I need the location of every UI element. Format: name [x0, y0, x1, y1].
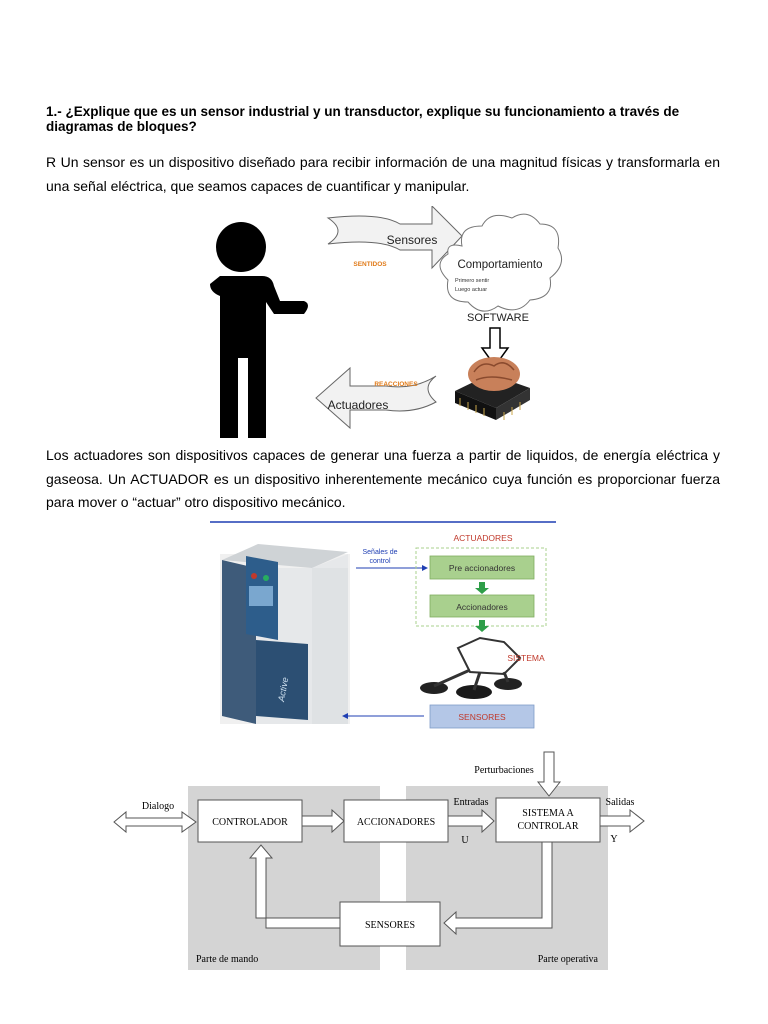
svg-text:ACCIONADORES: ACCIONADORES: [357, 817, 435, 828]
svg-text:Perturbaciones: Perturbaciones: [474, 765, 534, 776]
question-heading: 1.- ¿Explique que es un sensor industria…: [46, 104, 680, 134]
comportamiento-cloud: Comportamiento Primero sentir Luego actu…: [439, 213, 563, 324]
frequency-drive-image: Active: [220, 544, 350, 724]
svg-text:U: U: [461, 835, 469, 846]
svg-text:Sensores: Sensores: [387, 233, 438, 247]
sensores-arrow: Sensores SENTIDOS: [326, 206, 463, 270]
actuators-paragraph: Los actuadores son dispositivos capaces …: [46, 447, 720, 510]
svg-text:SENTIDOS: SENTIDOS: [353, 261, 387, 268]
svg-text:Active: Active: [276, 676, 290, 703]
brain-chip-icon: [455, 357, 530, 420]
svg-text:Dialogo: Dialogo: [142, 801, 174, 812]
svg-text:Comportamiento: Comportamiento: [457, 259, 542, 271]
down-arrow-icon: [480, 327, 510, 368]
figure-control-loop: Dialogo CONTROLADOR ACCIONADORES Entrada…: [110, 748, 650, 974]
svg-text:SISTEMA A: SISTEMA A: [522, 808, 574, 819]
svg-text:Luego actuar: Luego actuar: [455, 287, 487, 293]
svg-text:Pre accionadores: Pre accionadores: [449, 563, 515, 573]
svg-text:SISTEMA: SISTEMA: [507, 653, 545, 663]
robot-system-image: [420, 636, 522, 699]
answer-paragraph: R Un sensor es un dispositivo diseñado p…: [46, 154, 720, 194]
svg-text:Parte de mando: Parte de mando: [196, 954, 258, 965]
svg-text:SENSORES: SENSORES: [365, 920, 415, 931]
svg-text:CONTROLADOR: CONTROLADOR: [212, 817, 288, 828]
svg-text:Salidas: Salidas: [606, 797, 635, 808]
svg-text:Parte operativa: Parte operativa: [538, 954, 599, 965]
svg-text:Y: Y: [610, 834, 617, 845]
figure-actuators: Active Señales de control ACTUADORES Pre…: [208, 520, 558, 736]
svg-text:Actuadores: Actuadores: [328, 398, 389, 412]
svg-text:Entradas: Entradas: [454, 797, 489, 808]
svg-text:Primero sentir: Primero sentir: [455, 278, 489, 284]
svg-text:CONTROLAR: CONTROLAR: [517, 821, 578, 832]
svg-text:control: control: [369, 558, 390, 565]
figure-sensor-behaviour: Sensores SENTIDOS Comportamiento Primero…: [200, 206, 565, 442]
svg-text:ACTUADORES: ACTUADORES: [453, 533, 512, 543]
actuadores-arrow: Actuadores REACCIONES: [315, 366, 437, 430]
person-silhouette: [210, 222, 308, 438]
svg-text:Accionadores: Accionadores: [456, 602, 508, 612]
svg-text:Señales de: Señales de: [362, 549, 397, 556]
svg-text:SENSORES: SENSORES: [458, 712, 506, 722]
svg-text:REACCIONES: REACCIONES: [374, 381, 418, 388]
svg-text:SOFTWARE: SOFTWARE: [467, 312, 529, 324]
